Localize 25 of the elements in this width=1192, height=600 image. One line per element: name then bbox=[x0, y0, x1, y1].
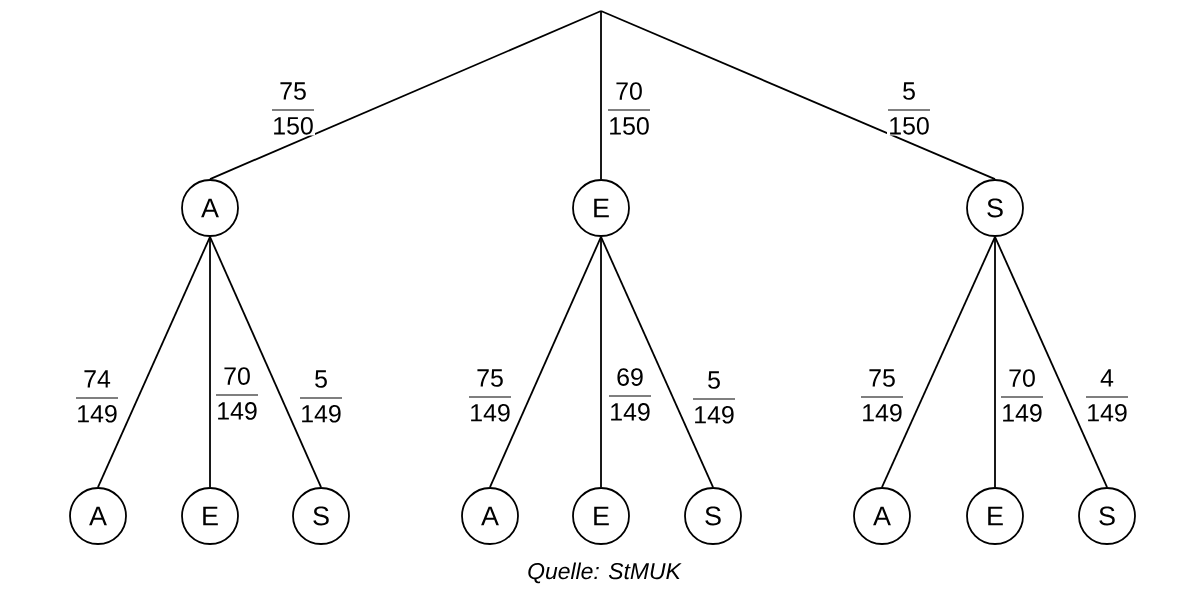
edge-label: 70 150 bbox=[607, 81, 651, 136]
edge-label: 74 149 bbox=[75, 369, 119, 424]
edge-label: 4 149 bbox=[1085, 368, 1129, 423]
edge-label: 70 149 bbox=[215, 366, 259, 421]
branch-line bbox=[209, 236, 322, 488]
edge-label: 5 149 bbox=[299, 369, 343, 424]
branch-line bbox=[600, 10, 996, 180]
edge-label: 69 149 bbox=[608, 367, 652, 422]
branch-line bbox=[209, 236, 211, 488]
edge-label: 5 149 bbox=[692, 370, 736, 425]
edge-label: 70 149 bbox=[1000, 368, 1044, 423]
edge-label: 75 150 bbox=[271, 81, 315, 136]
branch-line bbox=[600, 10, 602, 180]
branch-line bbox=[209, 10, 602, 180]
edge-label: 5 150 bbox=[887, 81, 931, 136]
branch-line bbox=[600, 236, 602, 488]
branch-line bbox=[881, 236, 996, 488]
branch-line bbox=[994, 236, 1108, 488]
edge-label: 75 149 bbox=[860, 368, 904, 423]
edge-label: 75 149 bbox=[468, 368, 512, 423]
caption: Quelle: StMUK bbox=[528, 562, 682, 584]
branch-line bbox=[600, 236, 714, 488]
branch-line bbox=[97, 236, 211, 488]
branch-line bbox=[489, 236, 602, 488]
branch-line bbox=[994, 236, 996, 488]
